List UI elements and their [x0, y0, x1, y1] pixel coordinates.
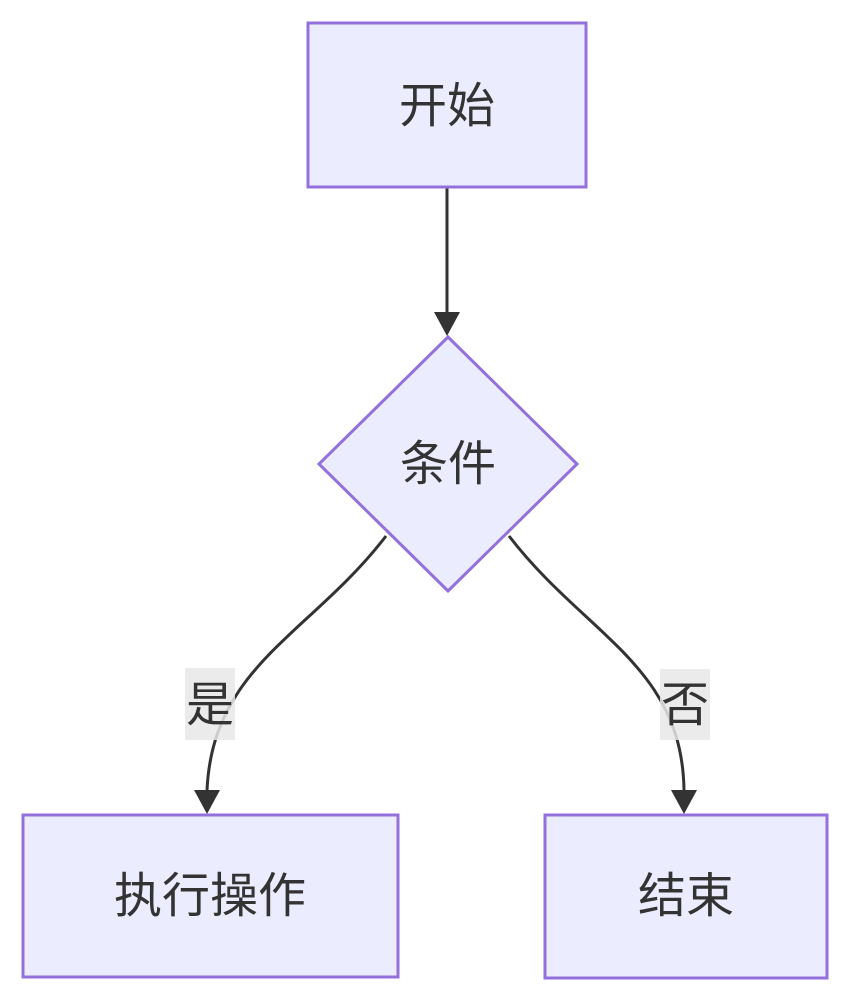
edge-condition-end-line	[507, 535, 686, 791]
arrowhead-down-icon	[194, 790, 220, 814]
node-end: 结束	[543, 813, 829, 980]
arrowhead-down-icon	[671, 790, 697, 814]
node-start: 开始	[306, 21, 588, 189]
node-condition-label: 条件	[400, 436, 496, 492]
node-start-label: 开始	[399, 78, 495, 134]
node-action-shape	[21, 813, 400, 979]
edge-label-no-background	[660, 669, 710, 740]
arrowhead-down-icon	[434, 312, 460, 336]
edge-label-yes-background	[185, 668, 235, 740]
edge-condition-action-line	[205, 535, 388, 791]
edge-start-condition	[434, 187, 460, 336]
edge-condition-action: 是	[185, 535, 388, 814]
edge-condition-end: 否	[507, 535, 710, 814]
edge-label-yes: 是	[186, 677, 234, 733]
node-condition-shape	[316, 334, 580, 594]
node-start-shape	[306, 21, 588, 189]
node-action-label: 执行操作	[114, 868, 306, 924]
node-condition: 条件	[316, 334, 580, 594]
node-end-label: 结束	[638, 868, 734, 924]
node-action: 执行操作	[21, 813, 400, 979]
edge-label-no: 否	[661, 677, 709, 733]
node-end-shape	[543, 813, 829, 980]
